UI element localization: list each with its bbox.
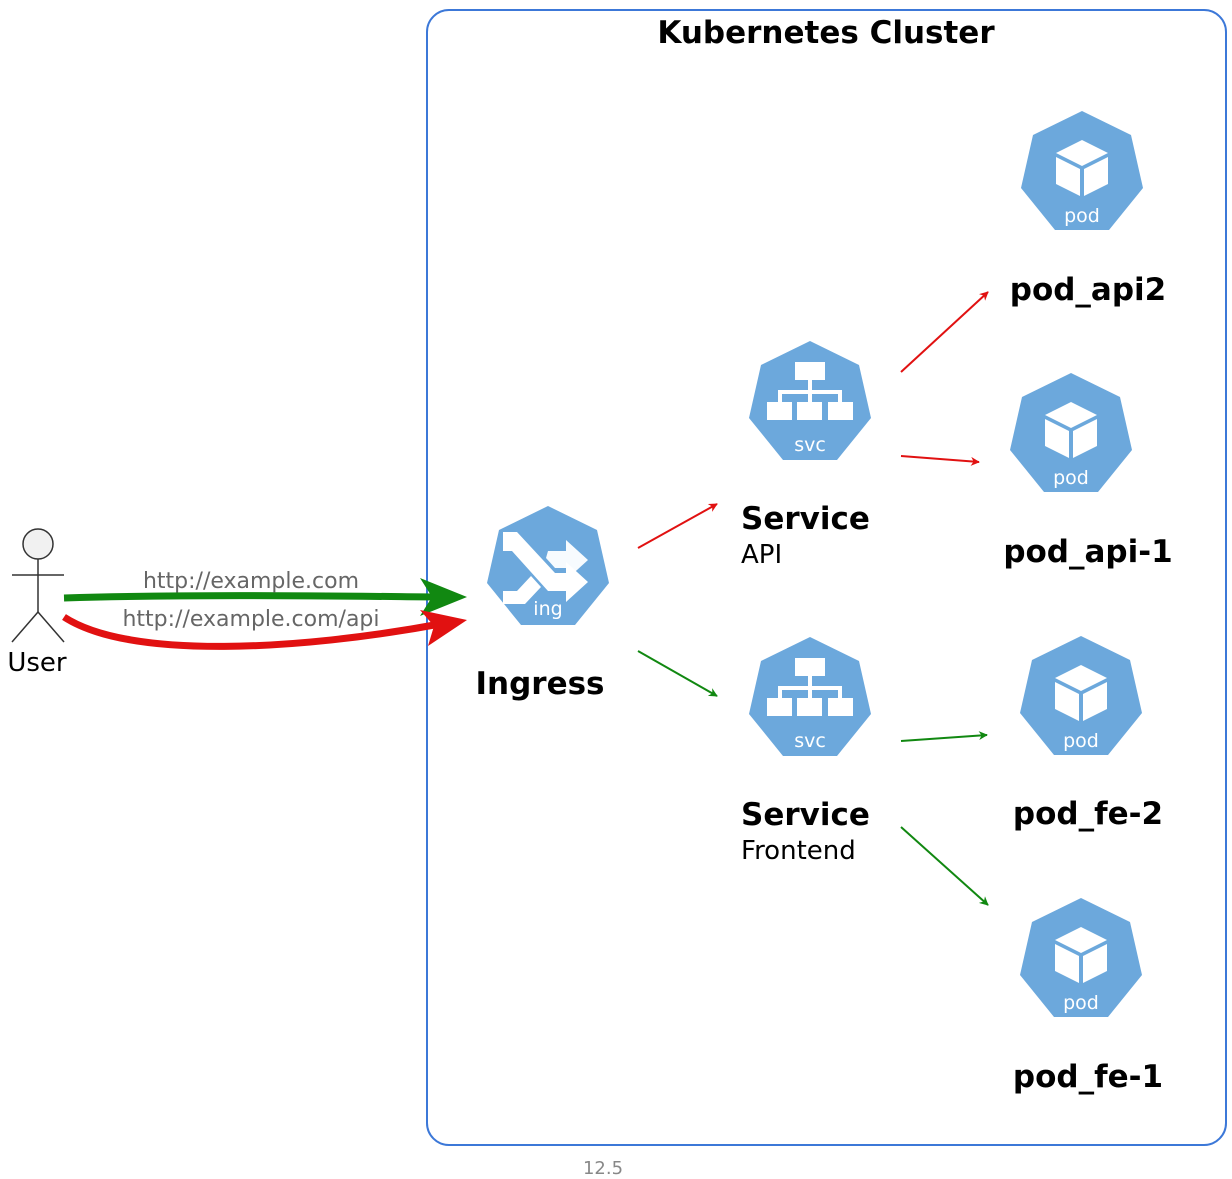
service-frontend-title: Service (741, 797, 870, 833)
pod-api2-title: pod_api2 (1010, 272, 1166, 308)
edge-label-example-com: http://example.com (143, 569, 359, 594)
service-api-title: Service (741, 501, 870, 537)
service-api-node[interactable]: svc (749, 341, 871, 460)
pod-fe1-title: pod_fe-1 (1013, 1059, 1163, 1095)
user-label: User (7, 648, 67, 678)
edge-ingress-to-service-frontend[interactable] (637, 650, 718, 697)
pod-fe1-icon-label: pod (1063, 992, 1099, 1014)
edge-service-frontend-to-pod-fe2[interactable] (900, 731, 988, 742)
edge-ingress-to-service-api[interactable] (637, 503, 718, 549)
hierarchy-icon (767, 658, 853, 716)
ingress-node[interactable]: ing (487, 506, 609, 625)
cluster-boundary (426, 9, 1227, 1146)
pod-api1-node[interactable]: pod (1010, 373, 1132, 492)
pod-fe1-node[interactable]: pod (1020, 898, 1142, 1017)
pod-fe2-icon-label: pod (1063, 730, 1099, 752)
shuffle-icon (503, 532, 588, 604)
cube-icon (1045, 402, 1097, 458)
service-api-subtitle: API (741, 540, 782, 570)
ingress-title: Ingress (475, 666, 604, 702)
pod-fe2-node[interactable]: pod (1020, 636, 1142, 755)
arrowhead-green-main (420, 578, 467, 616)
edge-user-to-ingress-example-com-api[interactable] (62, 614, 441, 650)
service-frontend-subtitle: Frontend (741, 836, 856, 866)
service-frontend-icon-label: svc (794, 730, 826, 752)
cube-icon (1056, 140, 1108, 196)
pod-fe2-title: pod_fe-2 (1013, 796, 1163, 832)
edge-service-api-to-pod-api2[interactable] (900, 291, 989, 373)
edge-service-api-to-pod-api1[interactable] (900, 455, 980, 466)
hierarchy-icon (767, 362, 853, 420)
ingress-icon-label: ing (533, 598, 562, 620)
cube-icon (1055, 665, 1107, 721)
service-frontend-node[interactable]: svc (749, 637, 871, 756)
edge-user-to-ingress-example-com[interactable] (63, 592, 441, 602)
pod-api1-title: pod_api-1 (1003, 534, 1172, 570)
service-api-icon-label: svc (794, 434, 826, 456)
cube-icon (1055, 927, 1107, 983)
user-actor-icon[interactable] (11, 528, 65, 643)
pod-api1-icon-label: pod (1053, 467, 1089, 489)
edge-label-example-com-api: http://example.com/api (122, 607, 379, 632)
cluster-title: Kubernetes Cluster (657, 15, 995, 51)
version-label: 12.5 (583, 1158, 623, 1179)
edge-service-frontend-to-pod-fe1[interactable] (900, 826, 989, 906)
pod-api2-node[interactable]: pod (1021, 111, 1143, 230)
arrowhead-red-main (420, 610, 467, 646)
pod-api2-icon-label: pod (1064, 205, 1100, 227)
